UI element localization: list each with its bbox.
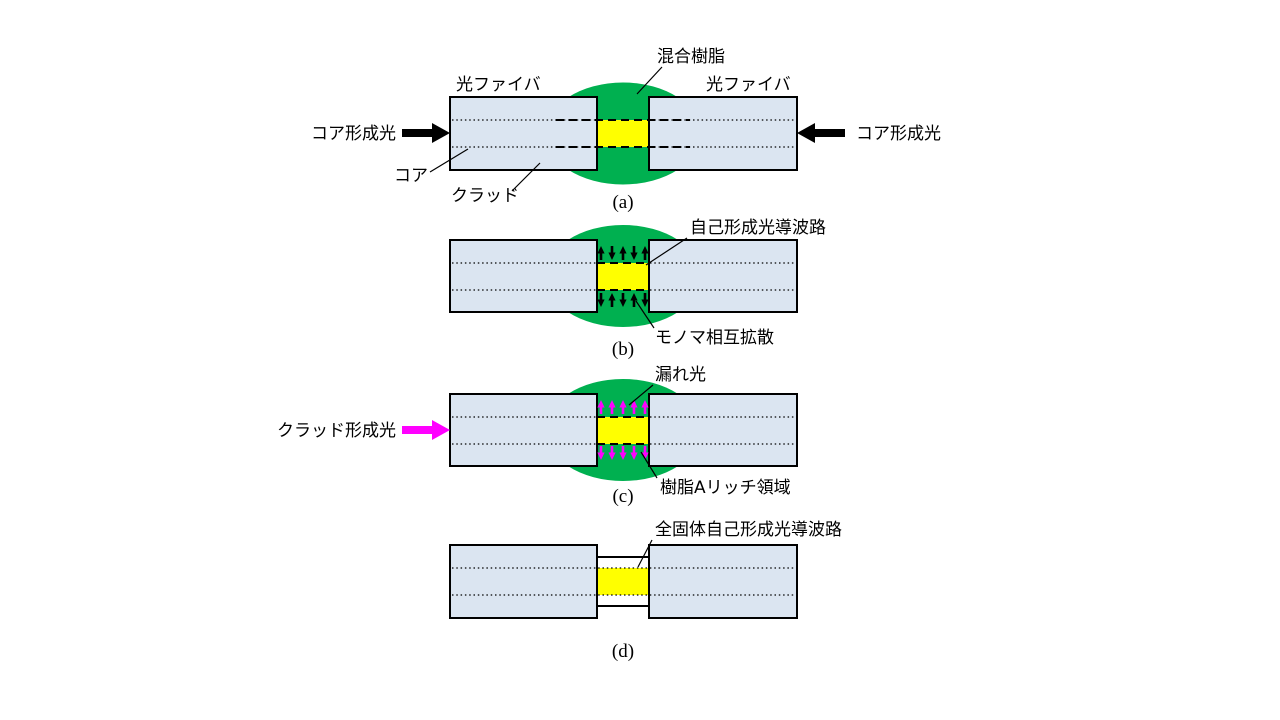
core-boundary-dotted-lines: [452, 567, 795, 596]
panel-b: 自己形成光導波路 モノマ相互拡散 (b): [449, 218, 826, 360]
leader-line-clad: [511, 162, 541, 192]
label-clad: クラッド: [451, 186, 519, 206]
waveguide-core-region: [598, 120, 648, 147]
core-forming-light-arrow-left-icon: [402, 123, 450, 143]
fiber-right: [648, 544, 798, 619]
core-boundary-dotted-lines: [452, 262, 795, 291]
waveguide-dashed-lines: [597, 262, 649, 291]
label-monomer-interdiffusion: モノマ相互拡散: [655, 328, 774, 348]
caption-a: (a): [612, 192, 633, 213]
leader-line-mixed-resin: [636, 66, 663, 95]
self-formed-waveguide: [598, 263, 648, 290]
label-fiber-left: 光ファイバ: [456, 75, 541, 95]
clad-forming-light-arrow-icon: [402, 420, 450, 440]
caption-b: (b): [612, 339, 634, 360]
core-boundary-dotted-lines: [452, 416, 795, 445]
fiber-right: [648, 239, 798, 313]
leader-line-leak: [628, 384, 654, 406]
core-forming-light-arrow-right-icon: [797, 123, 845, 143]
label-self-formed-waveguide: 自己形成光導波路: [690, 218, 826, 238]
leader-line-monomer: [635, 300, 655, 329]
leader-line-resin-rich: [640, 451, 658, 479]
fiber-left: [449, 544, 598, 619]
label-fiber-right: 光ファイバ: [706, 75, 791, 95]
fiber-left: [449, 393, 598, 467]
caption-c: (c): [612, 486, 633, 507]
leader-line-waveguide: [645, 237, 688, 266]
solid-waveguide-core: [598, 568, 648, 595]
label-resin-a-rich-region: 樹脂Aリッチ領域: [660, 478, 791, 498]
label-core-forming-light-left: コア形成光: [311, 124, 396, 144]
leader-line-solid-waveguide: [637, 539, 653, 568]
core-boundary-dotted-lines: [452, 119, 795, 148]
label-mixed-resin: 混合樹脂: [657, 47, 725, 67]
fiber-right: [648, 393, 798, 467]
waveguide-dashed-lines: [556, 119, 690, 148]
waveguide-dashed-lines: [597, 416, 649, 445]
bridge-outline: [596, 556, 650, 607]
self-formed-waveguide: [598, 417, 648, 444]
leader-line-core: [429, 148, 469, 173]
label-all-solid-waveguide: 全固体自己形成光導波路: [655, 520, 842, 540]
panel-c: 漏れ光 クラッド形成光 樹脂Aリッチ領域 (c): [277, 365, 798, 507]
label-core: コア: [394, 166, 428, 186]
panel-a: 混合樹脂 光ファイバ 光ファイバ コア形成光 コア形成光 コア クラッド (a): [311, 47, 941, 213]
label-core-forming-light-right: コア形成光: [856, 124, 941, 144]
fiber-left: [449, 96, 598, 171]
label-leak-light: 漏れ光: [655, 365, 706, 385]
label-clad-forming-light: クラッド形成光: [277, 421, 396, 441]
fiber-left: [449, 239, 598, 313]
fiber-right: [648, 96, 798, 171]
panel-d: 全固体自己形成光導波路 (d): [449, 520, 842, 662]
caption-d: (d): [612, 641, 634, 662]
